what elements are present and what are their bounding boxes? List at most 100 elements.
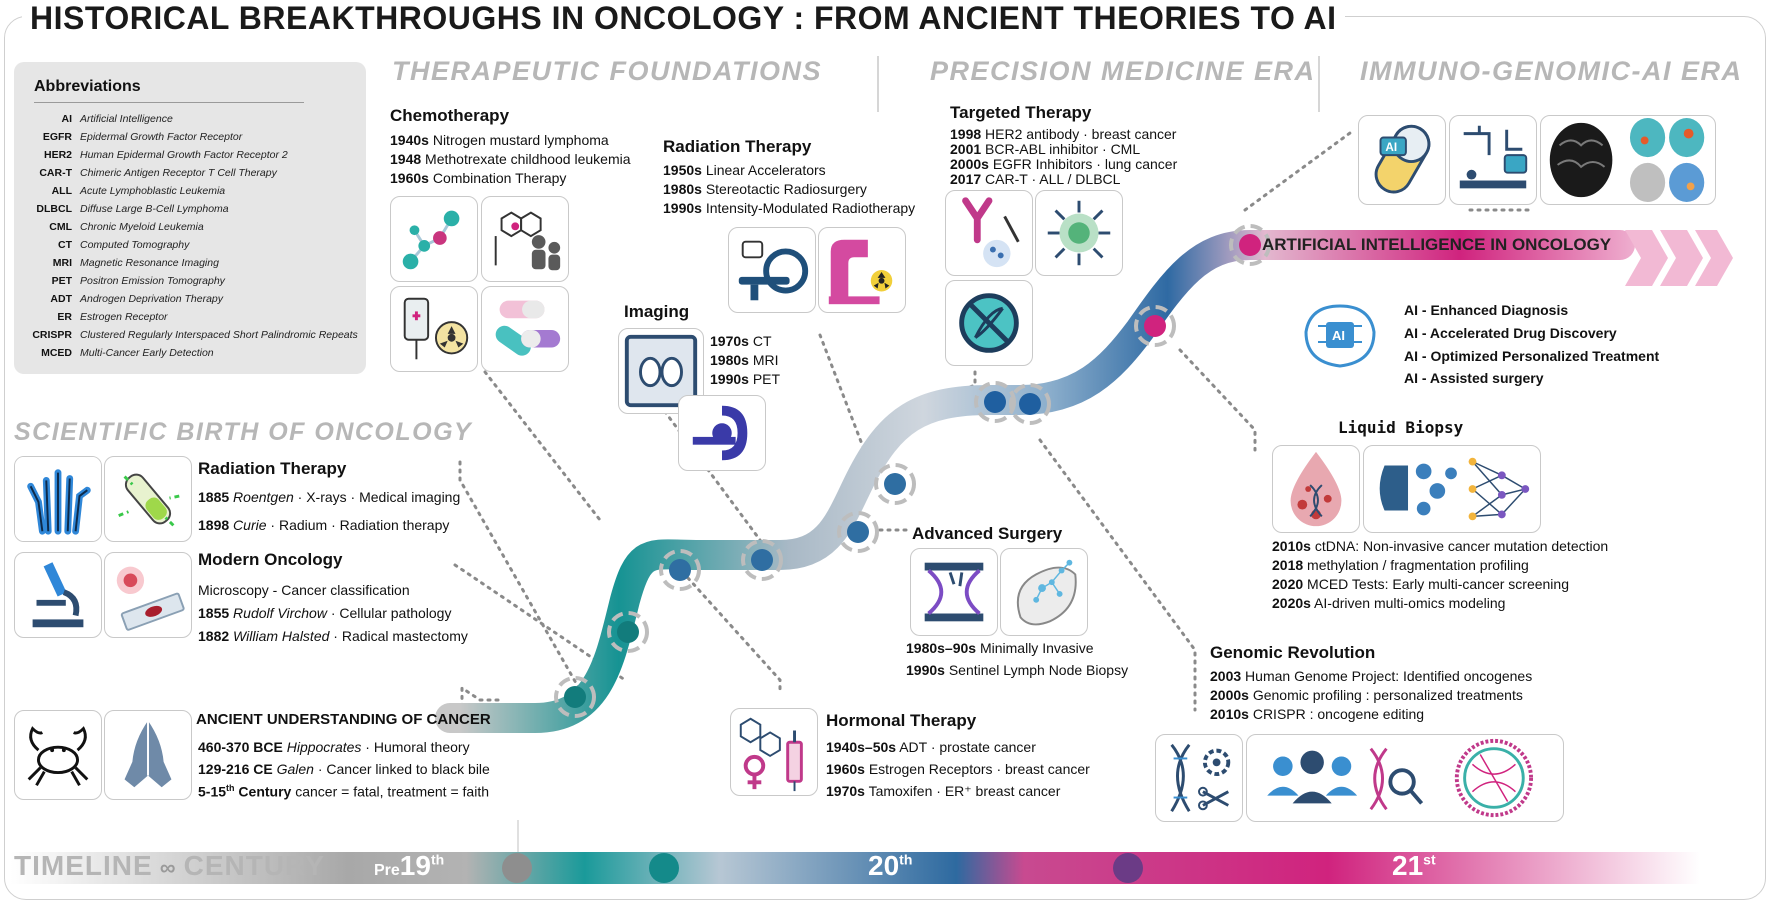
targeted-therapy-line: 1998 HER2 antibody · breast cancer	[950, 126, 1177, 142]
mri-scanner-icon	[678, 395, 766, 471]
hormonal-therapy-heading: Hormonal Therapy	[826, 711, 977, 730]
ai-chip-label: AI	[1385, 141, 1397, 154]
hormone-icon	[730, 708, 818, 796]
advanced-surgery-line: 1990s Sentinel Lymph Node Biopsy	[906, 662, 1129, 678]
genomic-revolution-heading: Genomic Revolution	[1210, 643, 1376, 662]
hormonal-therapy-line: 1970s Tamoxifen · ER⁺ breast cancer	[826, 783, 1061, 799]
century-21-label: 21st	[1392, 850, 1436, 881]
targeted-therapy-line: 2017 CAR-T · ALL / DLBCL	[950, 171, 1121, 187]
multi-omics-network-icon	[1363, 445, 1541, 533]
divider	[34, 102, 304, 103]
ancient-line: 5-15th Century cancer = fatal, treatment…	[198, 783, 489, 800]
era-divider	[877, 56, 879, 112]
radiation-therapy-line: 1990s Intensity-Modulated Radiotherapy	[663, 200, 916, 216]
ai-chip-icon: AI	[1290, 296, 1390, 376]
pathology-slide-icon	[104, 552, 192, 638]
ai-banner: ARTIFICIAL INTELLIGENCE IN ONCOLOGY	[1262, 235, 1612, 254]
ancient-line: 129-216 CE Galen · Cancer linked to blac…	[198, 761, 490, 777]
chemotherapy-line: 1948 Methotrexate childhood leukemia	[390, 151, 631, 167]
imaging-heading: Imaging	[624, 302, 690, 321]
advanced-surgery-line: 1980s–90s Minimally Invasive	[906, 640, 1094, 656]
imaging-line: 1990s PET	[710, 371, 781, 387]
linear-accelerator-icon	[728, 227, 816, 313]
era-immuno: IMMUNO-GENOMIC-AI ERA	[1360, 56, 1743, 86]
chemotherapy-heading: Chemotherapy	[390, 106, 510, 125]
genomic-revolution-line: 2000s Genomic profiling : personalized t…	[1210, 687, 1523, 703]
timeline-label: TIMELINE ∞ CENTURY	[14, 850, 325, 881]
infinity-icon: ∞	[152, 855, 184, 880]
imaging-line: 1970s CT	[710, 333, 772, 349]
hormonal-therapy-line: 1960s Estrogen Receptors · breast cancer	[826, 761, 1090, 777]
modern-oncology-heading: Modern Oncology	[198, 550, 343, 569]
era-therapeutic: THERAPEUTIC FOUNDATIONS	[392, 56, 822, 86]
liquid-biopsy-heading: Liquid Biopsy	[1338, 418, 1464, 437]
blood-drop-dna-icon	[1272, 445, 1360, 533]
modern-oncology-line: 1855 Rudolf Virchow · Cellular pathology	[198, 605, 452, 621]
radiation-therapy-line: 1950s Linear Accelerators	[663, 162, 826, 178]
cell-receptor-icon	[1035, 190, 1123, 276]
targeted-therapy-line: 2000s EGFR Inhibitors · lung cancer	[950, 156, 1178, 172]
era-scientific: SCIENTIFIC BIRTH OF ONCOLOGY	[14, 418, 473, 446]
targeted-therapy-line: 2001 BCR-ABL inhibitor · CML	[950, 141, 1141, 157]
imaging-line: 1980s MRI	[710, 352, 779, 368]
genomic-revolution-line: 2010s CRISPR : oncogene editing	[1210, 706, 1425, 722]
molecule-icon	[390, 196, 478, 282]
radiation-therapy-line: 1885 Roentgen · X-rays · Medical imaging	[198, 489, 461, 505]
praying-hands-icon	[104, 710, 192, 800]
ai-item: AI - Assisted surgery	[1404, 370, 1544, 386]
personalized-genomics-icon	[1246, 734, 1564, 822]
crab-icon	[14, 710, 102, 800]
ai-item: AI - Accelerated Drug Discovery	[1404, 325, 1617, 341]
hormonal-therapy-line: 1940s–50s ADT · prostate cancer	[826, 739, 1036, 755]
dna-target-icon	[945, 280, 1033, 366]
ai-pill-icon: AI	[1358, 115, 1446, 205]
century-19-label: Pre19th	[374, 850, 445, 881]
liquid-biopsy-line: 2018 methylation / fragmentation profili…	[1272, 557, 1529, 573]
radiation-therapy-line: 1898 Curie · Radium · Radiation therapy	[198, 517, 450, 533]
modern-oncology-line: Microscopy - Cancer classification	[198, 582, 410, 598]
liquid-biopsy-line: 2010s ctDNA: Non-invasive cancer mutatio…	[1272, 538, 1609, 554]
iv-bag-icon	[390, 286, 478, 372]
lymph-node-icon	[1000, 548, 1088, 636]
liquid-biopsy-line: 2020s AI-driven multi-omics modeling	[1272, 595, 1506, 611]
crispr-dna-icon	[1155, 734, 1243, 822]
era-precision: PRECISION MEDICINE ERA	[930, 56, 1316, 86]
microscope-icon	[14, 552, 102, 638]
chemotherapy-line: 1940s Nitrogen mustard lymphoma	[390, 132, 609, 148]
brain-scan-icon	[1540, 115, 1716, 205]
radiation-therapy-heading: Radiation Therapy	[198, 459, 347, 478]
radiosurgery-icon	[818, 227, 906, 313]
xray-hand-icon	[14, 456, 102, 542]
ai-chip-label: AI	[1332, 328, 1345, 343]
century-20-label: 20th	[868, 850, 913, 881]
page-title: HISTORICAL BREAKTHROUGHS IN ONCOLOGY : F…	[22, 0, 1345, 37]
ancient-line: 460-370 BCE Hippocrates · Humoral theory	[198, 739, 470, 755]
radiation-therapy-heading: Radiation Therapy	[663, 137, 812, 156]
robotic-surgery-icon	[1449, 115, 1537, 205]
liquid-biopsy-line: 2020 MCED Tests: Early multi-cancer scre…	[1272, 576, 1569, 592]
laparoscopy-icon	[910, 548, 998, 636]
ancient-heading: ANCIENT UNDERSTANDING OF CANCER	[196, 711, 491, 728]
targeted-therapy-heading: Targeted Therapy	[950, 103, 1092, 122]
advanced-surgery-heading: Advanced Surgery	[912, 524, 1063, 543]
chemotherapy-line: 1960s Combination Therapy	[390, 170, 567, 186]
genomic-revolution-line: 2003 Human Genome Project: Identified on…	[1210, 668, 1533, 684]
modern-oncology-line: 1882 William Halsted · Radical mastectom…	[198, 628, 468, 644]
ai-item: AI - Enhanced Diagnosis	[1404, 302, 1569, 318]
